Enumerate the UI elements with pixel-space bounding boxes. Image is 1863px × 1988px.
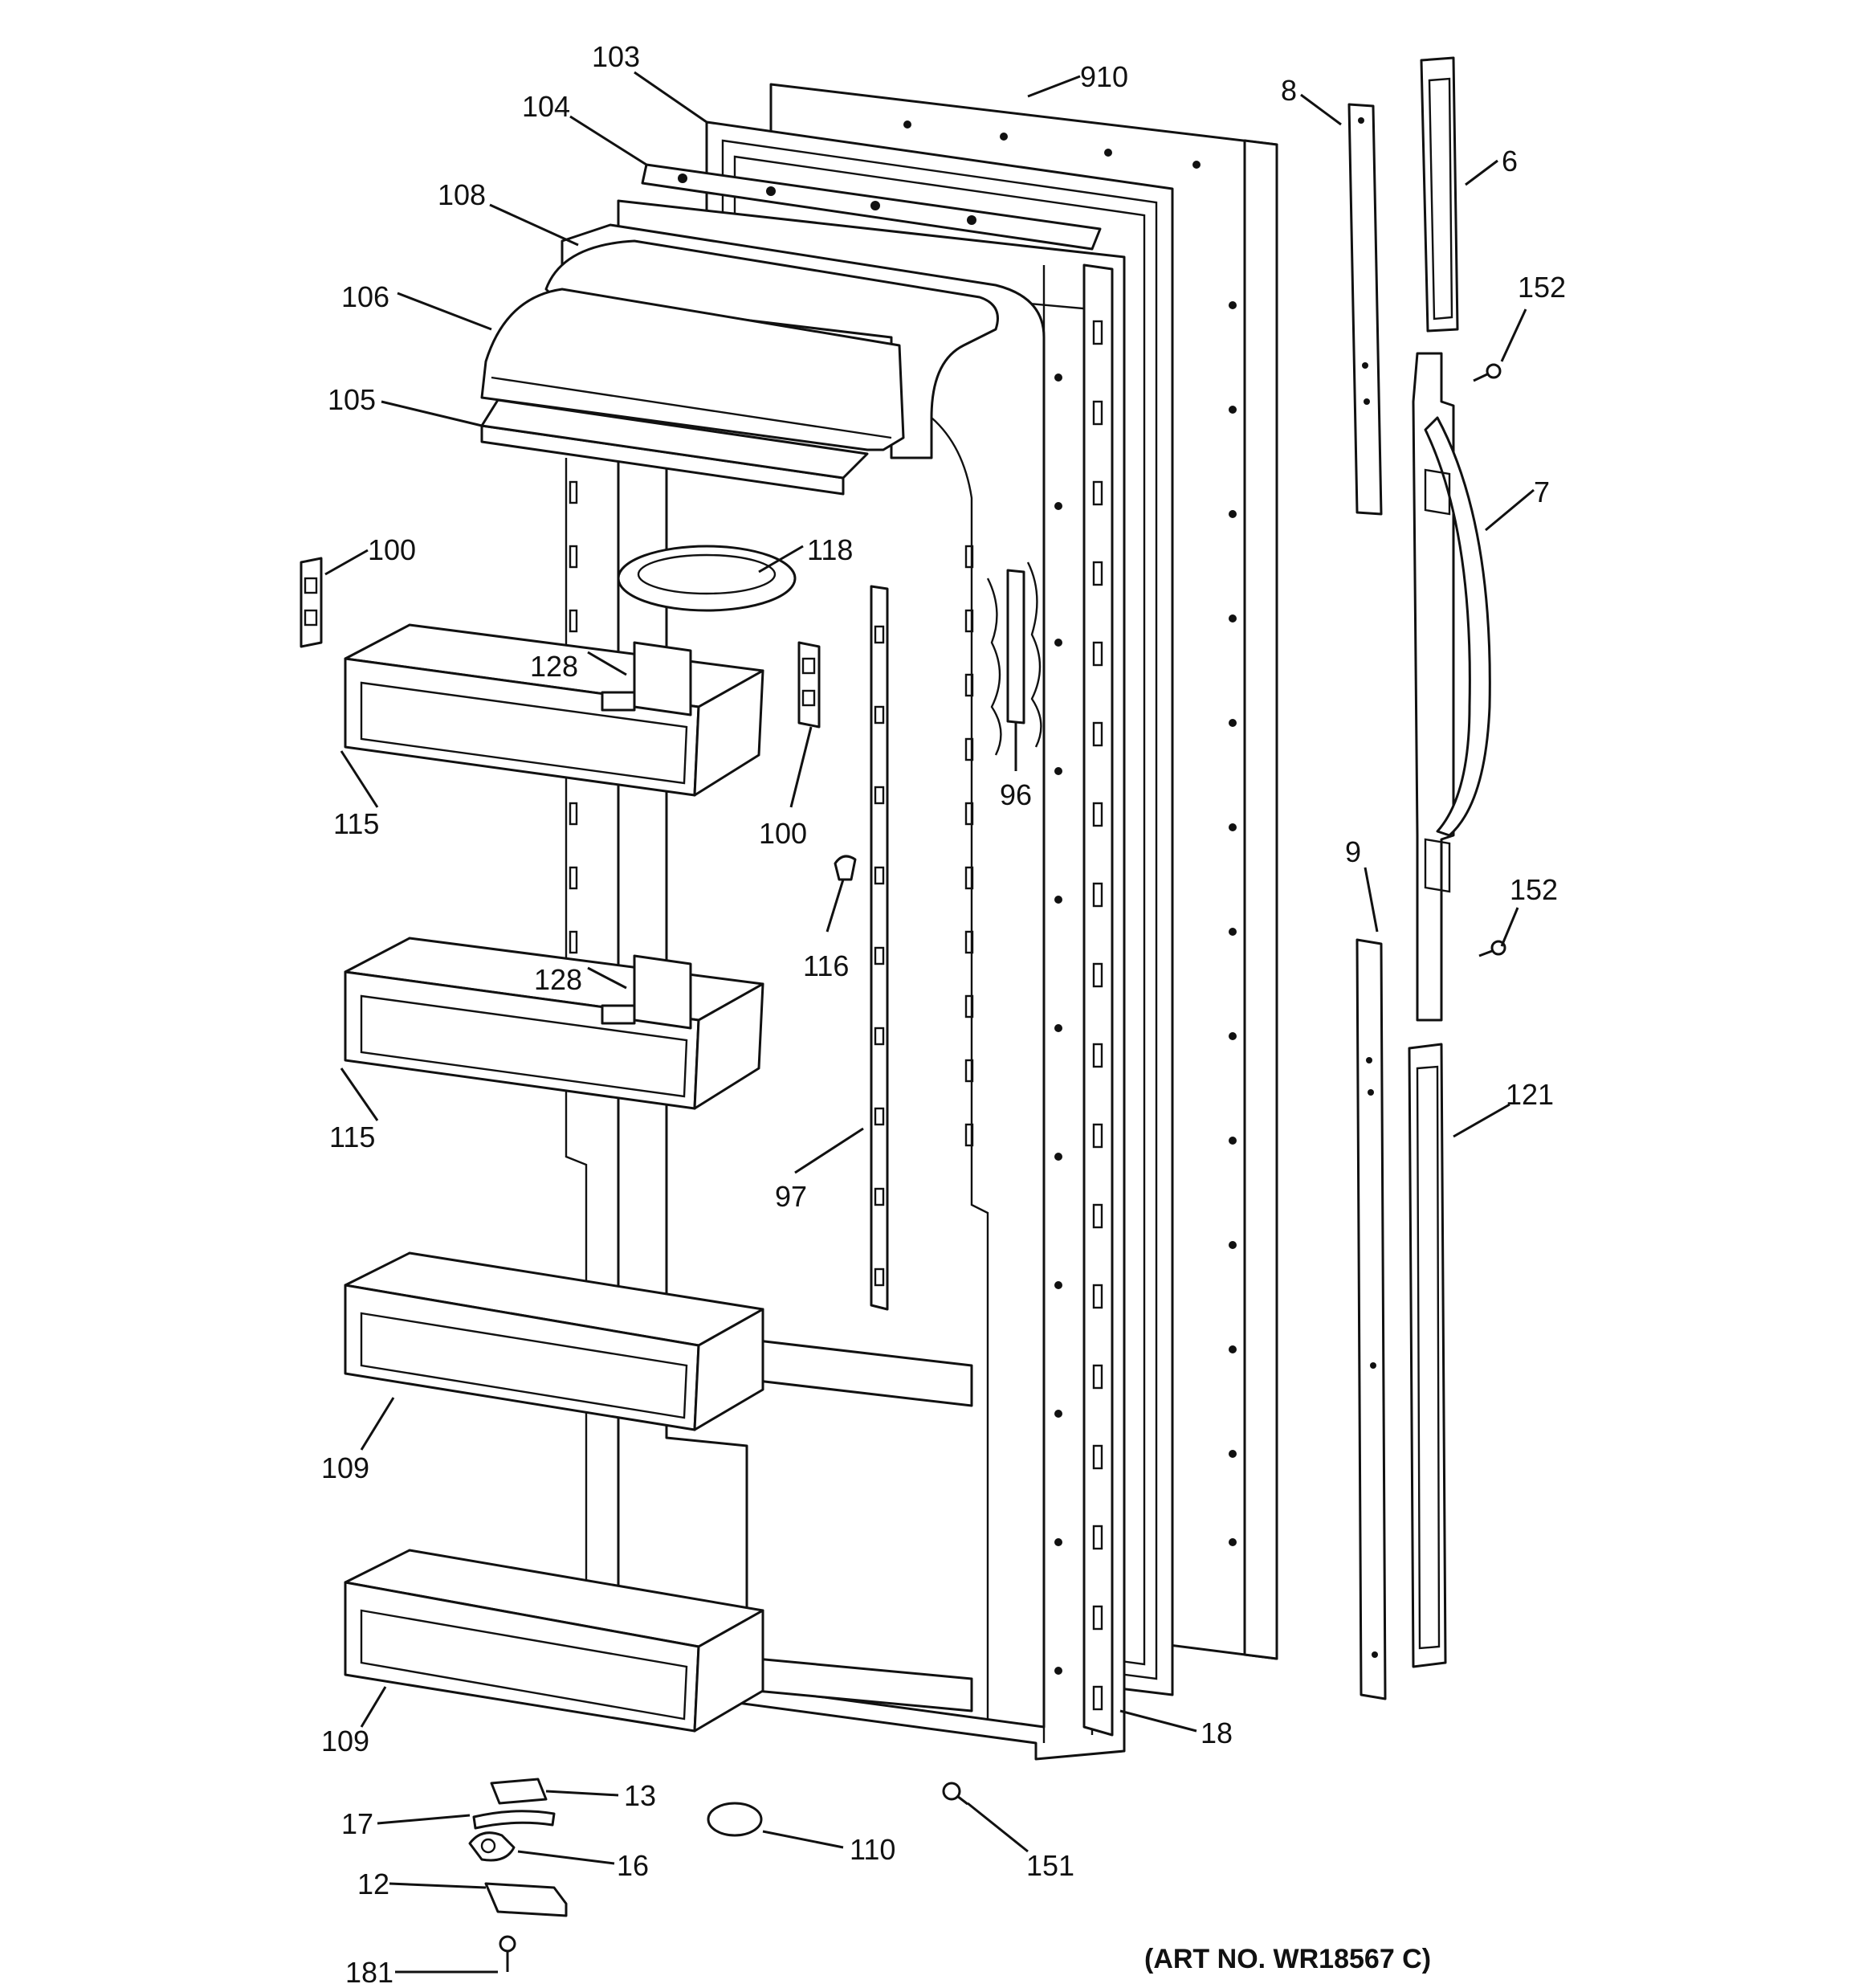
label-106: 106	[341, 280, 389, 313]
label-110: 110	[850, 1833, 895, 1866]
label-7: 7	[1534, 476, 1550, 508]
label-152-lower: 152	[1510, 873, 1558, 906]
label-6: 6	[1502, 145, 1518, 178]
cover-plug-110	[707, 1802, 763, 1837]
label-103: 103	[592, 40, 640, 73]
gasket-channel-strip	[1082, 263, 1114, 1737]
hinge-12	[484, 1882, 568, 1917]
label-910: 910	[1080, 60, 1128, 93]
label-13: 13	[624, 1779, 656, 1812]
door-rail-bracket	[986, 561, 1042, 756]
screw-152-lower	[1478, 940, 1506, 957]
trim-strip-8	[1347, 103, 1383, 516]
hinge-plate-13	[490, 1778, 548, 1805]
dairy-door	[480, 288, 905, 451]
art-number: (ART NO. WR18567 C)	[1144, 1944, 1431, 1974]
label-16: 16	[617, 1849, 649, 1882]
door-bin-109-upper	[344, 1251, 764, 1431]
label-151: 151	[1026, 1849, 1074, 1882]
shelf-rail	[870, 585, 889, 1311]
door-bin-109-lower	[344, 1549, 764, 1733]
label-128-lower: 128	[534, 963, 582, 996]
label-9: 9	[1345, 835, 1361, 868]
dairy-compartment-housing	[544, 239, 999, 459]
label-97: 97	[775, 1180, 807, 1213]
label-121: 121	[1506, 1078, 1554, 1111]
stop-clip	[834, 855, 857, 881]
dairy-door-hinge-bar	[480, 398, 869, 496]
hinge-screw-181	[499, 1935, 516, 1972]
label-12: 12	[357, 1868, 389, 1900]
shelf-bracket-right	[797, 641, 821, 729]
label-100-right: 100	[759, 817, 807, 850]
label-105: 105	[328, 383, 376, 416]
channel-slots	[1092, 320, 1103, 1711]
label-116: 116	[803, 949, 849, 982]
label-118: 118	[807, 533, 853, 566]
top-retainer-strip	[641, 163, 1102, 251]
hinge-shim-17	[472, 1810, 556, 1830]
label-128-upper: 128	[530, 650, 578, 683]
rail-slots	[874, 625, 885, 1287]
screw-152-upper	[1473, 363, 1502, 382]
part-labels: 103 910 104 108 106 105 8 6 152 7 100 11…	[321, 40, 1566, 1988]
label-115-upper: 115	[333, 807, 379, 840]
trim-strip-9	[1355, 938, 1387, 1700]
label-152-upper: 152	[1518, 271, 1566, 304]
hinge-bushing-16	[468, 1831, 516, 1862]
label-109-upper: 109	[321, 1451, 369, 1484]
shelf-bracket-left	[300, 557, 323, 648]
label-8: 8	[1281, 74, 1297, 107]
label-96: 96	[1000, 778, 1032, 811]
label-181: 181	[345, 1956, 393, 1988]
handle-end-cap-top	[1420, 56, 1459, 333]
label-108: 108	[438, 178, 486, 211]
label-109-lower: 109	[321, 1725, 369, 1757]
label-18: 18	[1201, 1717, 1233, 1749]
liner-holes	[1054, 374, 1062, 1675]
label-17: 17	[341, 1807, 373, 1840]
handle-end-cap-bottom	[1408, 1043, 1447, 1668]
label-115-lower: 115	[329, 1121, 375, 1153]
label-100-left: 100	[368, 533, 416, 566]
door-panel-holes	[903, 120, 1237, 1546]
door-handle	[1412, 352, 1491, 1022]
door-shelf-115-upper	[344, 623, 764, 797]
callout-leaders	[324, 71, 1535, 1974]
door-shelf-115-lower	[344, 937, 764, 1110]
small-bin	[617, 545, 797, 612]
label-104: 104	[522, 90, 570, 123]
screw-151	[942, 1782, 968, 1806]
